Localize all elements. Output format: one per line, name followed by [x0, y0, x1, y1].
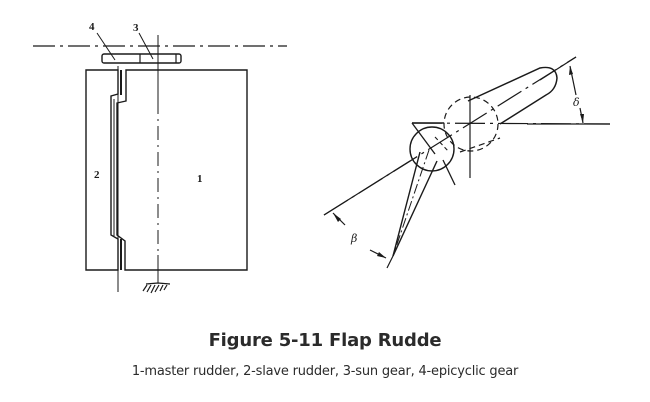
master-rudder-profile — [467, 66, 558, 125]
label-master-rudder: 1 — [197, 173, 203, 185]
fixed-support-icon — [142, 282, 171, 294]
figure-legend: 1-master rudder, 2-slave rudder, 3-sun g… — [131, 364, 519, 379]
label-delta-angle: δ — [573, 96, 580, 109]
gear-bar — [101, 53, 182, 64]
leader-epicyclic-gear — [96, 32, 116, 61]
label-slave-rudder: 2 — [94, 169, 100, 181]
master-rudder-outline — [116, 69, 248, 271]
master-rudder-hub — [443, 96, 499, 152]
flap-rudder-diagram: 4 3 2 1 — [33, 21, 611, 294]
label-sun-gear: 3 — [133, 22, 139, 34]
label-epicyclic-gear: 4 — [89, 21, 95, 33]
plan-view — [323, 56, 611, 269]
side-view — [33, 32, 287, 294]
slave-rudder-outline — [85, 69, 119, 271]
label-beta-angle: β — [350, 232, 357, 245]
figure-title: Figure 5-11 Flap Rudde — [208, 330, 442, 351]
leader-sun-gear — [138, 32, 154, 60]
